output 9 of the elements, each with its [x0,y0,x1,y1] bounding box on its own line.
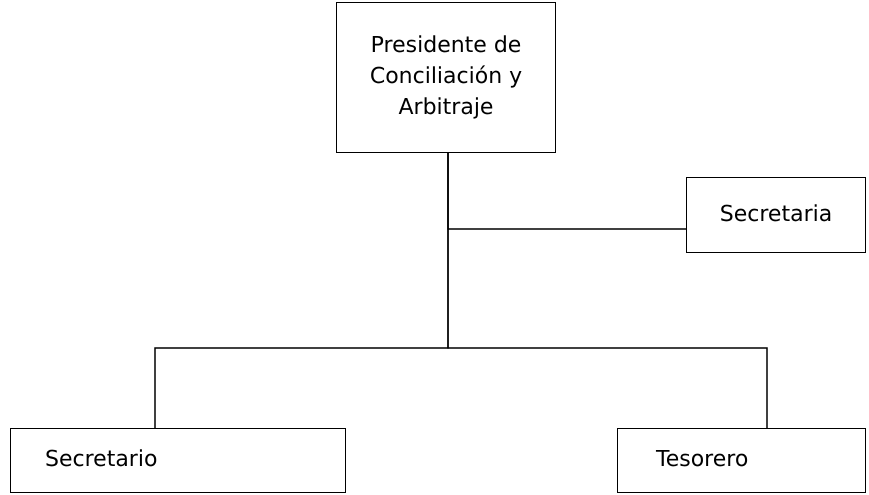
role-title: Tesorero [656,446,748,474]
org-box [617,428,866,493]
role-title: Secretario [45,446,158,474]
org-box [336,2,556,153]
org-box [10,428,346,493]
role-title: Secretaria [720,200,832,229]
org-box [686,177,866,253]
role-title: Presidente de Conciliación y Arbitraje [368,32,524,122]
connector-line [447,153,768,428]
